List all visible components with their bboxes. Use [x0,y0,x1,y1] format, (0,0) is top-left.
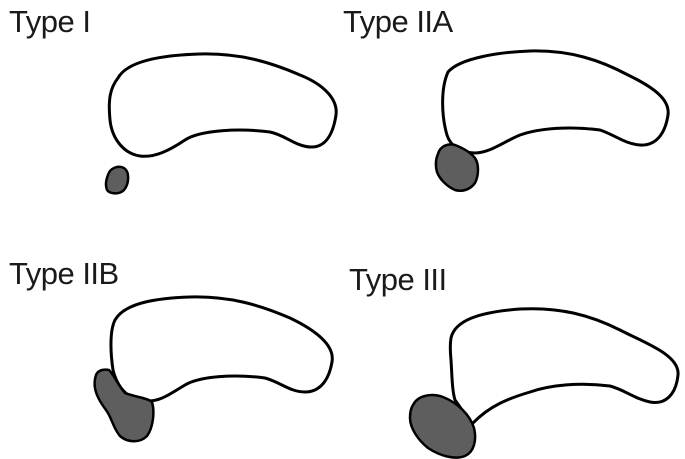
organ-outline [107,52,338,158]
panel-type-2b [93,295,334,443]
organ-outline [448,307,680,426]
lesion-oval-mass [408,393,477,459]
panel-type-1 [104,52,338,195]
organ-outline [441,49,670,155]
panel-label-type-3: Type III [349,262,447,297]
panel-label-type-1: Type I [9,4,91,39]
organ-outline [109,295,334,403]
panel-type-3 [408,307,680,459]
lesion-mass [93,368,155,443]
lesion-nodule [434,143,480,192]
panel-type-2a [434,49,670,192]
panel-label-type-2b: Type IIB [9,256,119,291]
panel-label-type-2a: Type IIA [343,4,453,39]
lesion-nodule [104,165,130,195]
